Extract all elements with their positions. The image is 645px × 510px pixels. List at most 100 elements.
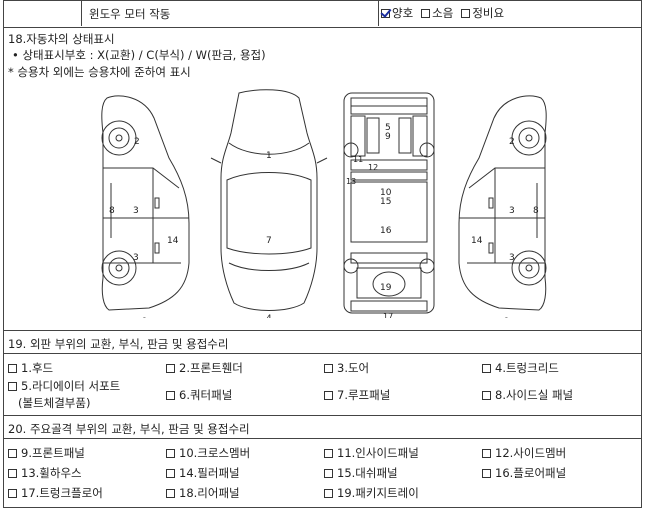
diagram-num: 11 [353,155,363,164]
section18-legend: • 상태표시부호 : X(교환) / C(부식) / W(판금, 용접) [12,48,266,62]
checkbox-noise[interactable] [421,8,431,18]
item-label: 7.루프패널 [337,388,391,402]
item-side-sill-panel[interactable]: 8.사이드실 패널 [482,388,573,402]
checkbox[interactable] [482,448,491,458]
checkbox[interactable] [166,468,175,478]
checkbox[interactable] [482,363,491,373]
item-label: 17.트렁크플로어 [21,486,103,500]
item-label: 19.패키지트레이 [337,486,419,500]
item-label: 14.필러패널 [179,466,240,480]
item-trunk-floor[interactable]: 17.트렁크플로어 [8,486,103,500]
item-hood[interactable]: 1.후드 [8,361,53,375]
section19-title: 19. 외판 부위의 교환, 부식, 판금 및 용접수리 [8,337,229,351]
checkbox[interactable] [324,488,333,498]
item-pillar-panel[interactable]: 14.필러패널 [166,466,240,480]
diagram-num: 7 [266,236,272,246]
item-radiator-support-sub: (볼트체결부품) [18,396,91,410]
item-label: 10.크로스멤버 [179,446,251,460]
item-cross-member[interactable]: 10.크로스멤버 [166,446,250,460]
section18-title: 18.자동차의 상태표시 [8,32,115,46]
item-floor-panel[interactable]: 16.플로어패널 [482,466,566,480]
item-label: 1.후드 [21,361,54,375]
left-side-view [101,95,190,311]
checkbox[interactable] [166,363,175,373]
item-side-member[interactable]: 12.사이드멤버 [482,446,566,460]
vehicle-diagram[interactable]: 2 8 3 14 3 6 1 7 4 5 9 11 12 13 10 15 16… [89,88,559,318]
checkbox[interactable] [324,448,333,458]
checkbox[interactable] [8,363,17,373]
checkbox[interactable] [324,468,333,478]
option-noise-label: 소음 [432,6,454,20]
section18-note: * 승용차 외에는 승용차에 준하여 표시 [8,65,191,79]
right-side-view [458,95,547,311]
item-trunk-lid[interactable]: 4.트렁크리드 [482,361,559,375]
diagram-num: 3 [133,206,139,216]
diagram-num: 4 [266,314,272,318]
item-label: 15.대쉬패널 [337,466,398,480]
option-good[interactable]: 양호 [381,5,413,21]
diagram-num: 12 [368,163,378,172]
item-label: 6.쿼터패널 [179,388,233,402]
checkbox[interactable] [8,488,17,498]
diagram-num: 14 [471,236,483,246]
diagram-num: 8 [533,206,539,216]
checkbox-repair[interactable] [461,8,471,18]
item-door[interactable]: 3.도어 [324,361,369,375]
option-noise[interactable]: 소음 [421,5,453,21]
checkbox-good[interactable] [381,8,390,18]
diagram-num: 10 [380,188,392,198]
item-label: 2.프론트휀더 [179,361,243,375]
option-repair[interactable]: 정비요 [461,5,504,21]
diagram-num: 6 [503,317,509,318]
checkbox[interactable] [166,390,175,400]
exterior-repair-section: 19. 외판 부위의 교환, 부식, 판금 및 용접수리 1.후드 2.프론트휀… [4,331,641,416]
item-front-fender[interactable]: 2.프론트휀더 [166,361,243,375]
row-header-cell [4,1,82,26]
diagram-num: 5 [385,123,391,133]
item-label: 18.리어패널 [179,486,240,500]
item-roof-panel[interactable]: 7.루프패널 [324,388,390,402]
diagram-num: 19 [380,283,392,293]
checkbox[interactable] [482,390,491,400]
item-dash-panel[interactable]: 15.대쉬패널 [324,466,398,480]
checkbox[interactable] [482,468,491,478]
diagram-num: 9 [385,132,391,142]
window-motor-label: 윈도우 모터 작동 [89,7,171,21]
diagram-num: 6 [141,317,147,318]
diagram-num: 17 [383,312,393,318]
item-label: 13.휠하우스 [21,466,82,480]
frame-repair-section: 20. 주요골격 부위의 교환, 부식, 판금 및 용접수리 9.프론트패널 1… [4,416,641,508]
diagram-num: 2 [134,137,140,147]
diagram-num: 8 [109,206,115,216]
checkbox[interactable] [8,468,17,478]
top-view [210,89,328,311]
diagram-num: 13 [346,177,356,186]
checkbox[interactable] [8,448,17,458]
checkbox[interactable] [8,381,17,391]
window-motor-row: 윈도우 모터 작동 양호 소음 정비요 [4,1,641,28]
diagram-num: 14 [167,236,179,246]
divider [4,438,641,439]
item-label: 5.라디에이터 서포트 [21,379,121,393]
checkbox[interactable] [166,488,175,498]
option-good-label: 양호 [392,6,414,20]
item-rear-panel[interactable]: 18.리어패널 [166,486,240,500]
item-package-tray[interactable]: 19.패키지트레이 [324,486,419,500]
item-label: 16.플로어패널 [495,466,567,480]
item-radiator-support[interactable]: 5.라디에이터 서포트 [8,379,120,393]
item-wheel-house[interactable]: 13.휠하우스 [8,466,82,480]
checkbox[interactable] [324,363,333,373]
item-inside-panel[interactable]: 11.인사이드패널 [324,446,419,460]
vehicle-status-section: 18.자동차의 상태표시 • 상태표시부호 : X(교환) / C(부식) / … [4,28,641,331]
item-front-panel[interactable]: 9.프론트패널 [8,446,85,460]
row-options-cell: 양호 소음 정비요 [379,1,641,26]
diagram-num: 15 [380,197,391,207]
row-label-cell: 윈도우 모터 작동 [82,1,379,26]
item-label: 11.인사이드패널 [337,446,419,460]
item-quarter-panel[interactable]: 6.쿼터패널 [166,388,232,402]
checkbox[interactable] [166,448,175,458]
item-label: 8.사이드실 패널 [495,388,574,402]
diagram-num: 3 [133,253,139,263]
checkbox[interactable] [324,390,333,400]
option-repair-label: 정비요 [472,6,505,20]
